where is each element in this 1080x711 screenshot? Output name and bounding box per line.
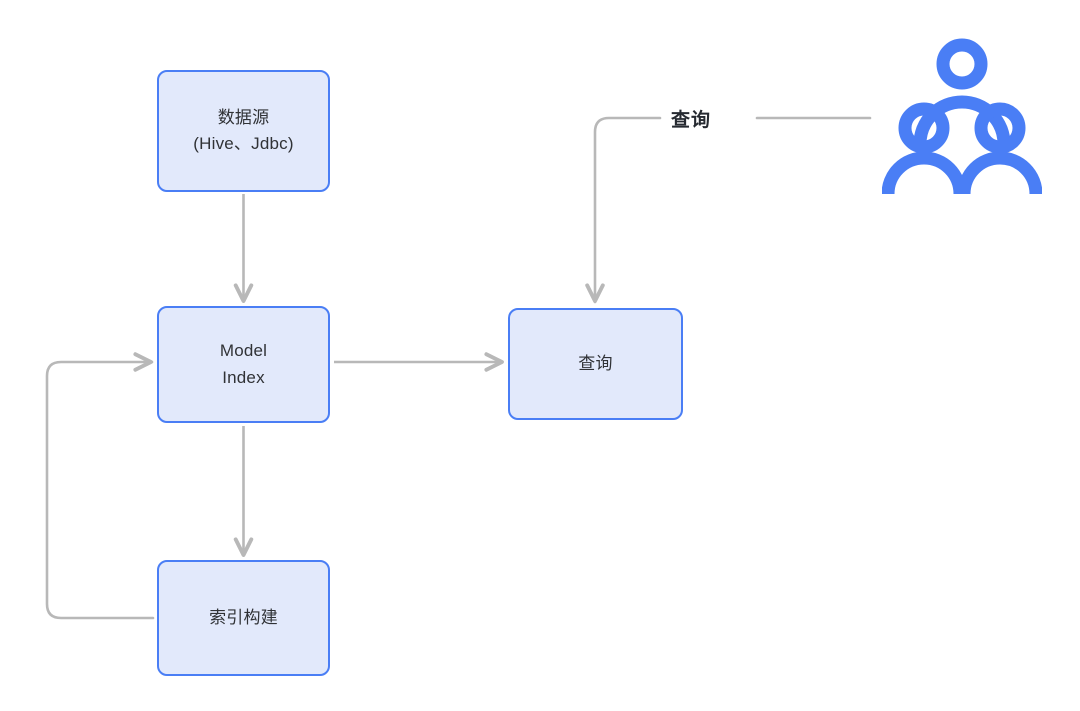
node-query-label: 查询 <box>578 353 613 373</box>
node-model-index[interactable]: Model Index <box>157 306 330 423</box>
node-index-build-label: 索引构建 <box>209 607 278 627</box>
node-datasource[interactable]: 数据源 (Hive、Jdbc) <box>157 70 330 192</box>
node-index-build[interactable]: 索引构建 <box>157 560 330 676</box>
node-datasource-label: 数据源 (Hive、Jdbc) <box>193 107 294 153</box>
users-group-icon <box>882 38 1042 195</box>
node-model-index-label: Model Index <box>219 341 268 387</box>
edge-indexbuild-to-model <box>45 352 155 620</box>
node-query[interactable]: 查询 <box>508 308 683 420</box>
edge-label-query: 查询 <box>671 110 712 131</box>
edge-users-to-query-left <box>585 116 662 304</box>
